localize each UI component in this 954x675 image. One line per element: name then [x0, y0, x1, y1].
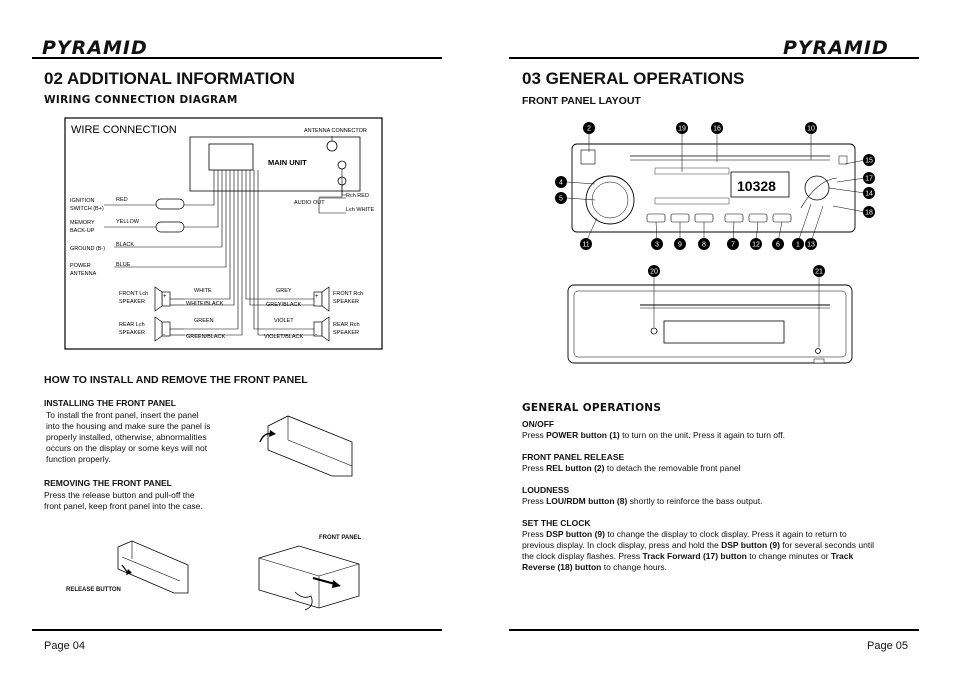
svg-text:Rch RED: Rch RED [346, 193, 369, 199]
wiring-diagram: WIRE CONNECTION MAIN UNIT ANTENNA CONNEC… [64, 117, 383, 350]
wiring-heading: WIRING CONNECTION DIAGRAM [44, 94, 238, 106]
svg-text:SPEAKER: SPEAKER [333, 299, 359, 305]
callout-7: 7 [731, 242, 735, 249]
svg-text:+: + [315, 294, 319, 300]
left-brand-logo: PYRAMID [42, 37, 148, 59]
callout-9: 9 [678, 242, 682, 249]
left-page-title: 02 ADDITIONAL INFORMATION [44, 69, 295, 88]
svg-text:SWITCH (B+): SWITCH (B+) [70, 206, 104, 212]
svg-text:GREEN/BLACK: GREEN/BLACK [186, 334, 225, 340]
callout-19: 19 [678, 126, 686, 133]
svg-text:GREY/BLACK: GREY/BLACK [266, 302, 301, 308]
front-panel-illustration [258, 545, 360, 611]
callout-4: 4 [559, 180, 563, 187]
callout-5: 5 [559, 196, 563, 203]
left-footer-rule [32, 629, 442, 631]
right-footer-rule [509, 629, 919, 631]
front-panel-label: FRONT PANEL [319, 535, 362, 541]
release-illustration [117, 540, 189, 594]
callout-1: 1 [796, 242, 800, 249]
callout-13: 13 [807, 242, 815, 249]
clock-text: Press DSP button (9) to change the displ… [522, 529, 874, 572]
svg-text:MEMORY: MEMORY [70, 220, 95, 226]
callout-17: 17 [865, 176, 873, 183]
callout-3: 3 [655, 242, 659, 249]
right-page-title: 03 GENERAL OPERATIONS [522, 69, 745, 88]
loudness-heading: LOUDNESS [522, 485, 570, 495]
callout-8: 8 [702, 242, 706, 249]
loudness-text: Press LOU/RDM button (8) shortly to rein… [522, 496, 763, 506]
svg-text:VIOLET/BLACK: VIOLET/BLACK [264, 334, 303, 340]
general-operations-heading: GENERAL OPERATIONS [522, 402, 662, 414]
svg-text:IGNITION: IGNITION [70, 198, 94, 204]
callout-2: 2 [587, 126, 591, 133]
svg-text:ANTENNA CONNECTOR: ANTENNA CONNECTOR [304, 128, 367, 134]
callout-21: 21 [815, 269, 823, 276]
svg-text:BACK-UP: BACK-UP [70, 228, 95, 234]
release-text: Press REL button (2) to detach the remov… [522, 463, 741, 473]
svg-text:GROUND (B-): GROUND (B-) [70, 246, 105, 252]
svg-text:POWER: POWER [70, 263, 91, 269]
svg-text:FRONT Rch: FRONT Rch [333, 291, 363, 297]
callout-14: 14 [865, 191, 873, 198]
display-readout: 10328 [737, 178, 776, 194]
front-panel-layout: 10 3 2 8 [555, 122, 875, 250]
svg-text:WHITE/BLACK: WHITE/BLACK [186, 301, 224, 307]
svg-text:Lch WHITE: Lch WHITE [346, 207, 374, 213]
svg-text:YELLOW: YELLOW [116, 219, 140, 225]
svg-text:REAR Lch: REAR Lch [119, 322, 145, 328]
svg-text:-: - [315, 332, 317, 338]
removing-heading: REMOVING THE FRONT PANEL [44, 478, 172, 488]
svg-text:FRONT Lch: FRONT Lch [119, 291, 148, 297]
right-page-number: Page 05 [867, 640, 908, 652]
callout-12: 12 [752, 242, 760, 249]
svg-text:ANTENNA: ANTENNA [70, 271, 97, 277]
svg-text:AUDIO OUT: AUDIO OUT [294, 200, 325, 206]
svg-text:RED: RED [116, 197, 128, 203]
install-illustration [259, 415, 353, 477]
left-page-number: Page 04 [44, 640, 85, 652]
svg-text:BLACK: BLACK [116, 242, 134, 248]
main-unit-label: MAIN UNIT [268, 158, 307, 167]
onoff-text: Press POWER button (1) to turn on the un… [522, 430, 785, 440]
svg-text:SPEAKER: SPEAKER [333, 330, 359, 336]
callout-10: 10 [807, 126, 815, 133]
left-header-rule [32, 57, 442, 59]
callout-20: 20 [650, 269, 658, 276]
callout-15: 15 [865, 158, 873, 165]
release-button-label: RELEASE BUTTON [66, 587, 121, 593]
installing-heading: INSTALLING THE FRONT PANEL [44, 398, 176, 408]
svg-text:GREY: GREY [276, 288, 292, 294]
installing-text: To install the front panel, insert the p… [46, 410, 211, 464]
right-header-rule [509, 57, 919, 59]
callout-18: 18 [865, 210, 873, 217]
install-heading: HOW TO INSTALL AND REMOVE THE FRONT PANE… [44, 374, 308, 386]
clock-heading: SET THE CLOCK [522, 518, 591, 528]
svg-text:+: + [163, 294, 167, 300]
callout-11: 11 [582, 242, 589, 249]
onoff-heading: ON/OFF [522, 419, 555, 429]
svg-text:REAR Rch: REAR Rch [333, 322, 360, 328]
svg-text:SPEAKER: SPEAKER [119, 330, 145, 336]
callout-16: 16 [713, 126, 721, 133]
diagram-title: WIRE CONNECTION [71, 124, 177, 136]
svg-text:GREEN: GREEN [194, 318, 214, 324]
svg-text:VIOLET: VIOLET [274, 318, 294, 324]
svg-text:BLUE: BLUE [116, 262, 131, 268]
callout-6: 6 [776, 242, 780, 249]
svg-text:WHITE: WHITE [194, 288, 212, 294]
svg-text:SPEAKER: SPEAKER [119, 299, 145, 305]
front-panel-heading: FRONT PANEL LAYOUT [522, 95, 641, 107]
svg-text:-: - [163, 332, 165, 338]
removing-text: Press the release button and pull-off th… [44, 490, 203, 511]
right-brand-logo: PYRAMID [783, 37, 889, 59]
chassis-layout: 20 21 [567, 265, 853, 364]
release-heading: FRONT PANEL RELEASE [522, 452, 625, 462]
